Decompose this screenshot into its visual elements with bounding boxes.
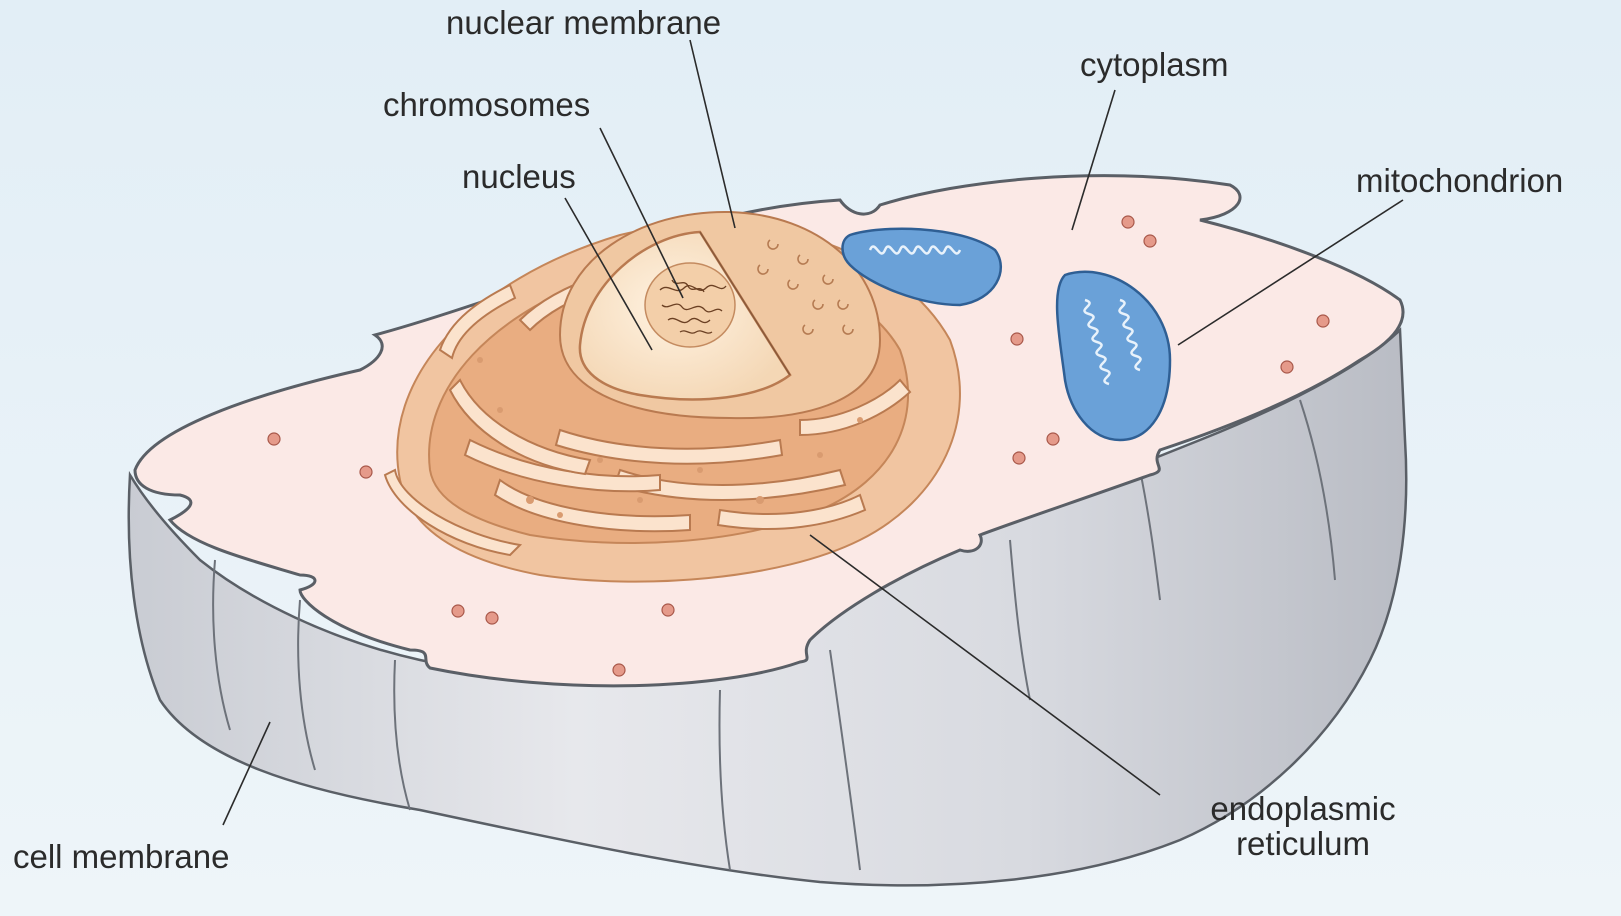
label-mitochondrion: mitochondrion bbox=[1356, 164, 1563, 197]
label-cell-membrane: cell membrane bbox=[13, 840, 229, 873]
label-nucleus: nucleus bbox=[462, 160, 576, 193]
label-cytoplasm: cytoplasm bbox=[1080, 48, 1229, 81]
label-reticulum: reticulum bbox=[1188, 827, 1418, 862]
label-chromosomes: chromosomes bbox=[383, 88, 590, 121]
label-nuclear-membrane: nuclear membrane bbox=[446, 6, 721, 39]
nucleolus bbox=[645, 263, 735, 347]
label-endoplasmic-reticulum: endoplasmic reticulum bbox=[1188, 792, 1418, 861]
label-endoplasmic: endoplasmic bbox=[1188, 792, 1418, 827]
